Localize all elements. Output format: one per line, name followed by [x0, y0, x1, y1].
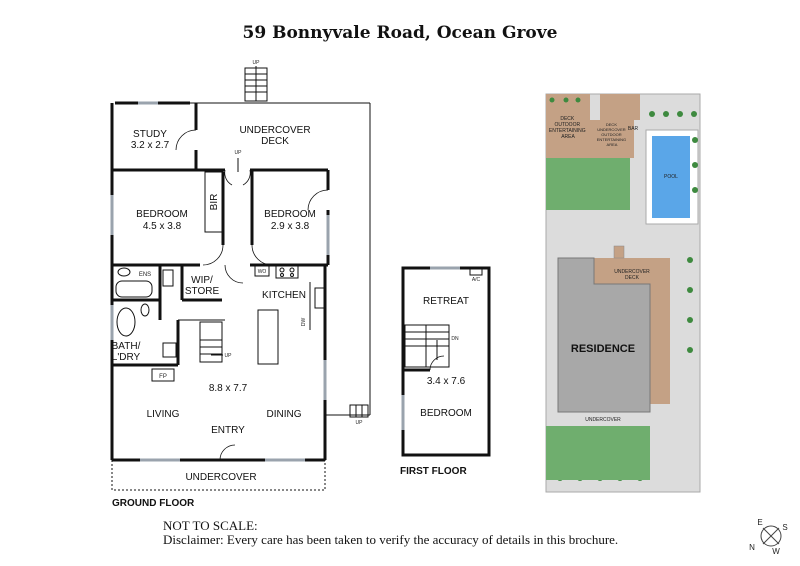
ac-label: A/C	[472, 277, 481, 283]
first-floor-plan: A/C RETREAT DN 3.4 x 7.6 BEDROOM FIRST F…	[400, 266, 491, 477]
bedroom1-label: BEDROOM	[136, 209, 188, 220]
bir-label: BIR	[209, 194, 220, 211]
residence-deck-label-2: DECK	[625, 275, 640, 281]
laundry-label: L'DRY	[112, 352, 141, 363]
ground-floor-label: GROUND FLOOR	[112, 498, 195, 509]
first-floor-bedroom-label: BEDROOM	[420, 408, 472, 419]
top-stairs-up-label: UP	[253, 60, 261, 66]
ens-label: ENS	[139, 272, 151, 278]
front-lawn	[546, 426, 650, 480]
store-label: STORE	[185, 286, 220, 297]
pool-label: POOL	[664, 174, 678, 180]
bath-laundry: BATH/ L'DRY	[110, 300, 225, 367]
not-to-scale-note: NOT TO SCALE:	[163, 518, 258, 533]
bedroom2-size: 2.9 x 3.8	[271, 221, 310, 232]
lawn-mid	[590, 158, 630, 210]
undercover-deck-label: UNDERCOVER	[239, 125, 310, 136]
study-label: STUDY	[133, 129, 167, 140]
compass-north: N	[749, 543, 755, 552]
bedroom1-size: 4.5 x 3.8	[143, 221, 182, 232]
compass-icon	[760, 525, 782, 547]
compass: E S N W	[749, 518, 788, 556]
side-stairs: UP	[349, 404, 369, 426]
retreat-label: RETREAT	[423, 296, 469, 307]
undercover-label: UNDERCOVER	[185, 472, 256, 483]
side-stairs-up-label: UP	[356, 420, 364, 426]
dishwasher-label: DW	[301, 318, 307, 327]
pool	[652, 136, 690, 218]
living-dining-size: 8.8 x 7.7	[209, 383, 248, 394]
compass-east: E	[757, 518, 762, 527]
living-label: LIVING	[147, 409, 180, 420]
disclaimer-text: Disclaimer: Every care has been taken to…	[163, 532, 618, 547]
hall-stairs: UP	[224, 150, 251, 186]
wall-oven-label: WO	[258, 269, 267, 275]
residence-building	[557, 257, 651, 413]
hall-stairs-up-label: UP	[235, 150, 243, 156]
first-floor-stairs: DN	[404, 324, 459, 368]
first-floor-label: FIRST FLOOR	[400, 466, 467, 477]
inner-stairs-up-label: UP	[225, 353, 233, 359]
dining-label: DINING	[267, 409, 302, 420]
bath-label: BATH/	[112, 341, 141, 352]
kitchen-label: KITCHEN	[262, 290, 306, 301]
top-stairs: UP	[244, 60, 268, 102]
outdoor-deck-label: DECK OUTDOOR ENTERTAINING AREA	[549, 116, 587, 140]
bedroom2-label: BEDROOM	[264, 209, 316, 220]
bar-label: BAR	[628, 126, 639, 132]
residence-deck-label-1: UNDERCOVER	[614, 269, 650, 275]
ensuite: ENS	[112, 265, 174, 302]
residence-label: RESIDENCE	[571, 343, 635, 355]
entry-label: ENTRY	[211, 425, 245, 436]
cooktop	[275, 265, 299, 279]
fireplace-label: FP	[159, 374, 167, 380]
outdoor-deck	[546, 94, 590, 158]
study-size: 3.2 x 2.7	[131, 140, 170, 151]
inner-stairs: UP	[199, 321, 233, 363]
fireplace	[151, 368, 175, 382]
kitchen-island	[257, 309, 279, 365]
first-floor-size: 3.4 x 7.6	[427, 376, 466, 387]
undercover-deck-label-2: DECK	[261, 136, 289, 147]
undercover-outdoor-deck	[590, 120, 634, 158]
site-undercover-label: UNDERCOVER	[585, 417, 621, 423]
compass-west: W	[772, 547, 780, 556]
lawn-left	[546, 158, 590, 210]
property-title: 59 Bonnyvale Road, Ocean Grove	[243, 23, 558, 43]
undercover-deck-site-label: DECK UNDERCOVER OUTDOOR ENTERTAINING ARE…	[597, 122, 628, 147]
compass-south: S	[782, 523, 787, 532]
site-plan: DECK OUTDOOR ENTERTAINING AREA DECK UNDE…	[545, 93, 701, 493]
stairs-down-label: DN	[451, 336, 459, 342]
ground-floor-plan: UP STUDY 3.2 x 2.7 UNDERCOVER DECK UP	[110, 60, 371, 509]
wip-label: WIP/	[191, 275, 213, 286]
